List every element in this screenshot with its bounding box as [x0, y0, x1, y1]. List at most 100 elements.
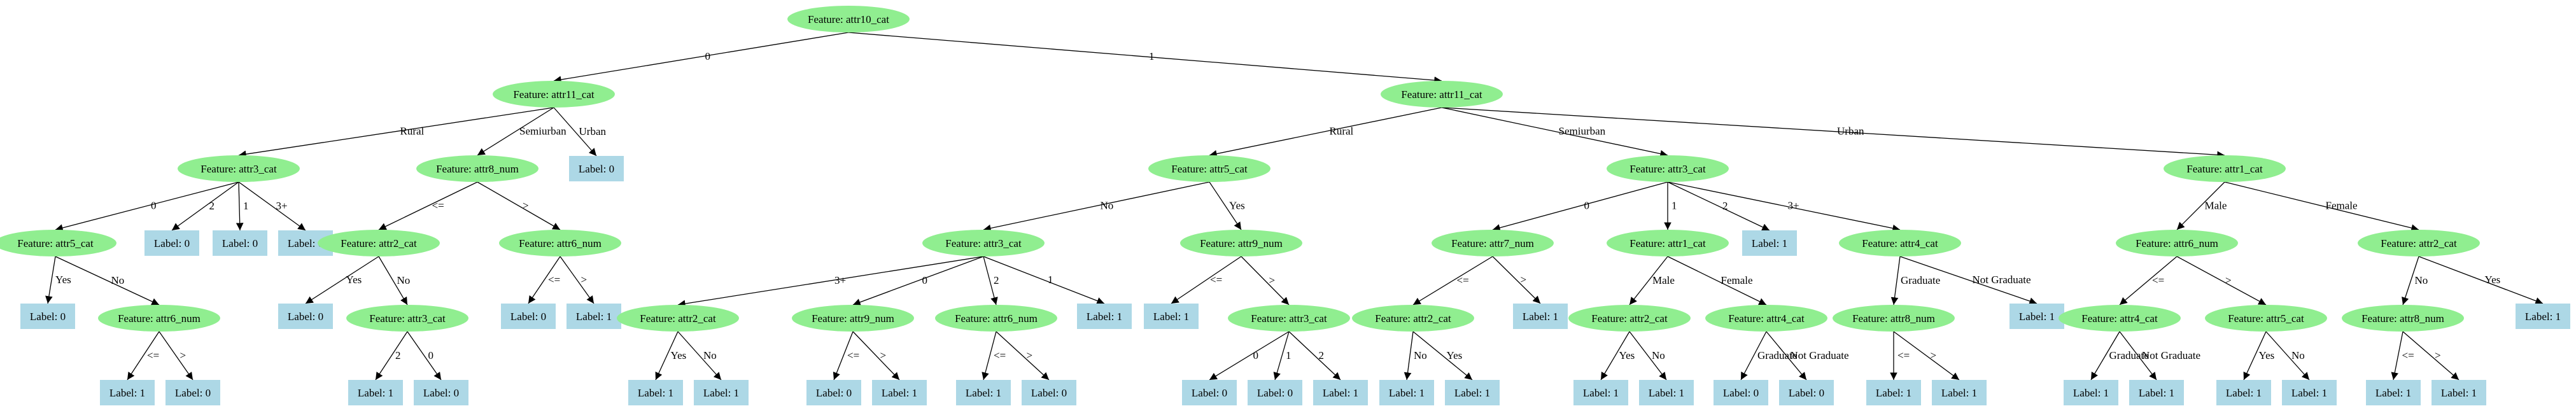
feature-node: Feature: attr2_cat	[617, 305, 739, 332]
tree-edge-n_a1-n_a1a	[55, 181, 239, 232]
tree-edge-n_b2d-n_b2d2	[1899, 256, 2038, 305]
tree-edge-n_b2b1-n_b2b1b	[1629, 331, 1667, 381]
tree-edge-n_a2a2-n_a2a2a	[375, 331, 408, 381]
edge-label-no: No	[397, 274, 411, 286]
feature-ellipse	[2116, 230, 2238, 256]
edge-label-gt: >	[1521, 274, 1527, 286]
edge-label-graduate: Graduate	[1757, 349, 1797, 361]
edge-label-0: 0	[705, 50, 711, 62]
leaf-box	[213, 230, 267, 256]
edge-label-semiurban: Semiurban	[1559, 125, 1606, 137]
leaf-label: Label: 1	[109, 387, 145, 399]
feature-ellipse	[1839, 230, 1961, 256]
edge-label-le: <=	[847, 349, 859, 361]
edge-label-0: 0	[1253, 349, 1259, 361]
leaf-node: Label: 0	[144, 230, 199, 256]
feature-node: Feature: attr5_cat	[2205, 305, 2327, 332]
leaf-box	[1022, 380, 1076, 405]
tree-edge-n_b1a2-n_b1a2b	[852, 331, 900, 381]
tree-edge-n_b2b1-n_b2b1a	[1600, 331, 1630, 381]
tree-edge-n_a2-n_a2a	[378, 181, 478, 230]
feature-node: Feature: attr3_cat	[1607, 155, 1729, 182]
leaf-box	[569, 156, 624, 181]
leaf-box	[278, 304, 333, 329]
feature-ellipse	[1607, 230, 1729, 256]
leaf-label: Label: 0	[579, 163, 614, 175]
tree-edge-n_a2a-n_a2a1	[305, 256, 379, 304]
feature-label: Feature: attr6_num	[519, 237, 602, 249]
tree-edge-n_b3a2-n_b3a2b	[2265, 331, 2310, 381]
feature-node: Feature: attr8_num	[2342, 305, 2464, 332]
leaf-box	[1077, 304, 1132, 329]
tree-edge-n_b2d-n_b2d1	[1890, 256, 1901, 305]
leaf-node: Label: 0	[1182, 380, 1237, 405]
edge-label-semiurban: Semiurban	[519, 125, 567, 137]
feature-node: Feature: attr1_cat	[1607, 230, 1729, 256]
feature-node: Feature: attr4_cat	[1839, 230, 1961, 256]
feature-label: Feature: attr2_cat	[1591, 312, 1668, 325]
tree-edge-n_b1-n_b1a	[983, 181, 1210, 232]
edge-label-gt: >	[180, 349, 187, 361]
feature-label: Feature: attr2_cat	[640, 312, 716, 325]
feature-node: Feature: attr8_num	[1833, 305, 1955, 332]
tree-edge-n_a2b-n_a2b1	[528, 256, 561, 304]
tree-edge-n_b-n_b3	[1441, 107, 2225, 159]
leaf-box	[144, 230, 199, 256]
edge-label-urban: Urban	[579, 125, 607, 137]
leaf-label: Label: 1	[882, 387, 917, 399]
leaf-node: Label: 0	[569, 156, 624, 181]
feature-node: Feature: attr9_num	[792, 305, 914, 332]
edge-label-yes: Yes	[1229, 200, 1245, 212]
edge-label-no: No	[2291, 349, 2305, 361]
feature-ellipse	[1833, 305, 1955, 332]
edge-label-not-graduate: Not Graduate	[1791, 349, 1849, 361]
leaf-node: Label: 1	[1445, 380, 1500, 405]
leaf-node: Label: 0	[278, 304, 333, 329]
leaf-box	[567, 304, 621, 329]
leaf-label: Label: 1	[2291, 387, 2327, 399]
leaf-label: Label: 1	[966, 387, 1001, 399]
edge-label-0: 0	[428, 349, 434, 361]
tree-edge-n_b1b2-n_b1b2c	[1288, 331, 1341, 381]
leaf-box	[1573, 380, 1628, 405]
leaf-node: Label: 0	[1022, 380, 1076, 405]
leaf-node: Label: 1	[1866, 380, 1921, 405]
tree-edge-n_b1b2-n_b1b2a	[1209, 331, 1290, 381]
feature-label: Feature: attr9_num	[1200, 237, 1283, 249]
edge-label-2: 2	[1319, 349, 1325, 361]
leaf-box	[165, 380, 220, 405]
tree-edge-n_b2b2-n_b2b2b	[1766, 331, 1807, 381]
leaf-box	[2009, 304, 2064, 329]
edge-label-yes: Yes	[346, 274, 362, 286]
edge-label-1: 1	[1149, 50, 1155, 62]
leaf-label: Label: 0	[423, 387, 459, 399]
tree-edge-n_b1a-n_b1a2	[852, 256, 984, 306]
feature-ellipse	[2059, 305, 2181, 332]
leaf-node: Label: 1	[1144, 304, 1199, 329]
edge-label-le: <=	[2152, 274, 2164, 286]
edge-label-3plus: 3+	[1788, 200, 1799, 212]
leaf-box	[1513, 304, 1568, 329]
tree-edge-n_a1-n_a1d	[238, 181, 306, 231]
feature-node: Feature: attr7_num	[1432, 230, 1554, 256]
leaf-label: Label: 0	[288, 311, 323, 323]
tree-edge-n_b1a1-n_b1a1a	[655, 331, 679, 381]
leaf-box	[501, 304, 556, 329]
leaf-node: Label: 0	[20, 304, 75, 329]
leaf-box	[806, 380, 861, 405]
feature-ellipse	[178, 155, 300, 182]
tree-edge-n_a-n_a3	[553, 107, 597, 157]
leaf-label: Label: 1	[1523, 311, 1558, 323]
leaf-label: Label: 1	[1087, 311, 1122, 323]
leaf-box	[694, 380, 749, 405]
feature-node: Feature: attr10_cat	[787, 6, 910, 32]
edge-label-urban: Urban	[1837, 125, 1864, 137]
leaf-label: Label: 0	[154, 237, 190, 249]
leaf-label: Label: 1	[2226, 387, 2262, 399]
tree-edge-n_b2a1-n_b2a1b	[1412, 331, 1473, 381]
feature-label: Feature: attr7_num	[1451, 237, 1534, 249]
leaf-box	[100, 380, 155, 405]
feature-node: Feature: attr5_cat	[1148, 155, 1270, 182]
